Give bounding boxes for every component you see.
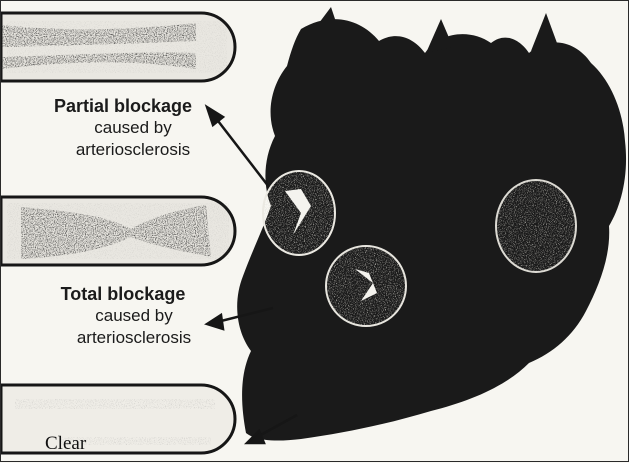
partial-blockage-line2: arteriosclerosis (23, 139, 223, 161)
partial-blockage-line1: caused by (23, 117, 223, 139)
artery-section-partial (263, 171, 335, 255)
artery-tube-partial (1, 13, 235, 81)
total-blockage-line1: caused by (23, 305, 223, 327)
artery-tube-clear (1, 385, 235, 453)
total-blockage-title: Total blockage (23, 283, 223, 305)
artery-tube-total (1, 197, 235, 265)
label-partial-blockage: Partial blockage caused by arteriosclero… (23, 95, 223, 161)
partial-blockage-title: Partial blockage (23, 95, 223, 117)
artery-section-clear (496, 180, 576, 272)
label-total-blockage: Total blockage caused by arteriosclerosi… (23, 283, 223, 349)
label-clear: Clear (45, 433, 86, 455)
arrow-partial (215, 117, 269, 187)
artery-section-total (326, 246, 406, 326)
total-blockage-line2: arteriosclerosis (23, 327, 223, 349)
